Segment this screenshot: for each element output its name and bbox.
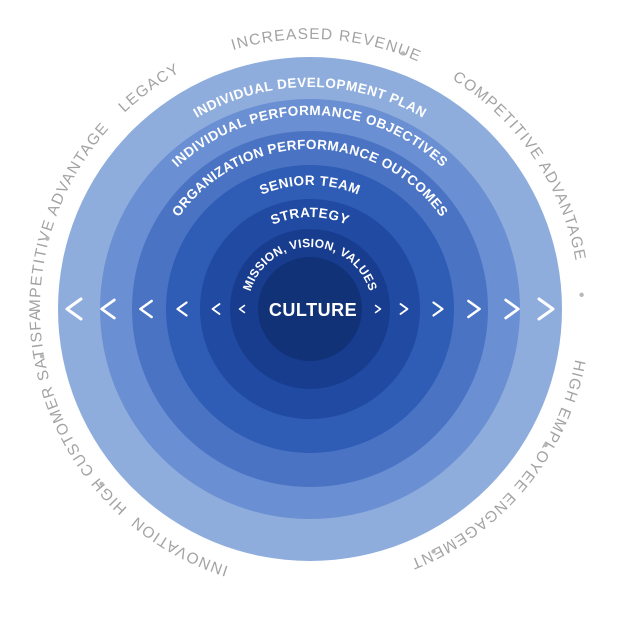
chevron-right-icon-5 — [399, 303, 409, 315]
center-circle — [258, 257, 362, 361]
chevron-right-icon-3 — [467, 299, 481, 319]
center-label-culture: CULTURE — [269, 300, 357, 320]
separator-dot-5 — [99, 481, 104, 486]
chevron-left-icon-2 — [100, 298, 116, 320]
chevron-right-icon-2 — [504, 298, 520, 320]
chevron-left-icon-1 — [65, 297, 83, 321]
concentric-rings — [58, 57, 562, 561]
chevron-right-icon-6 — [374, 304, 382, 314]
separator-dot-6 — [39, 354, 45, 359]
chevron-left-icon-6 — [238, 304, 246, 314]
separator-dot-4 — [431, 549, 436, 554]
chevrons — [65, 297, 555, 321]
separator-dot-7 — [45, 236, 50, 241]
separator-dots — [39, 51, 584, 554]
chevron-left-icon-3 — [139, 299, 153, 319]
chevron-right-icon-4 — [432, 301, 444, 317]
chevron-left-icon-4 — [176, 301, 188, 317]
separator-dot-2 — [579, 292, 584, 297]
ring-label-strategy: STRATEGY — [268, 205, 351, 228]
separator-dot-3 — [543, 442, 548, 448]
separator-dot-1 — [400, 51, 406, 56]
chevron-left-icon-5 — [211, 303, 221, 315]
chevron-right-icon-1 — [537, 297, 555, 321]
